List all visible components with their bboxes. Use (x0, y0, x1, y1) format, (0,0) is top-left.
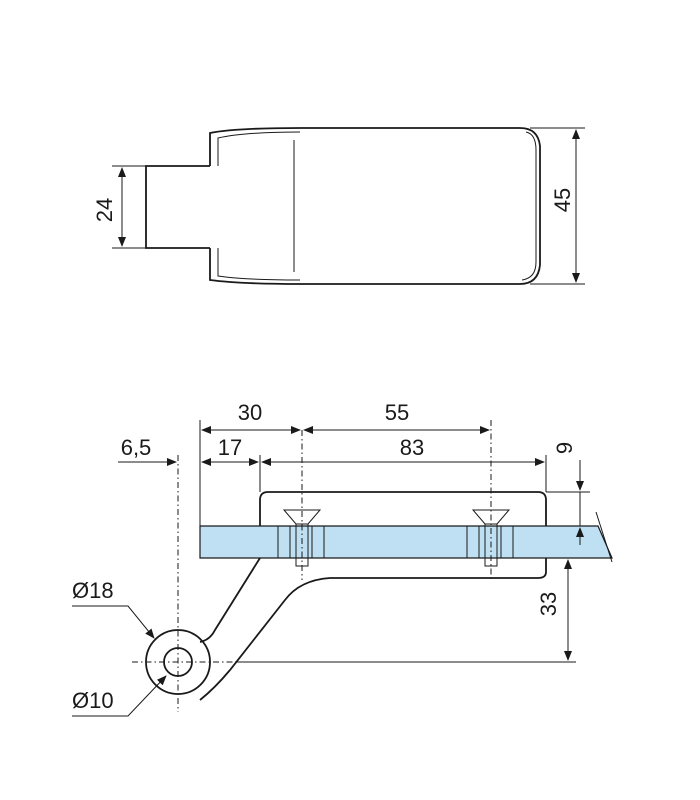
top-view-body (209, 127, 541, 285)
top-view-inner-line (217, 131, 301, 166)
screw-left (277, 509, 325, 567)
dim-6-5-label: 6,5 (121, 435, 152, 460)
top-view-stem (145, 165, 210, 249)
glass-panel (199, 525, 613, 559)
dim-dia10-leader (72, 675, 167, 717)
dim-83-label: 83 (400, 435, 424, 460)
bracket-arm (199, 558, 547, 701)
dim-9-label: 9 (552, 442, 577, 454)
dim-dia18-leader (72, 605, 155, 639)
dim-33-label: 33 (536, 592, 561, 616)
glass-break-line (595, 511, 613, 563)
top-view-inner-line-bottom (217, 248, 301, 281)
side-view: 30 55 6,5 17 83 9 33 Ø18 Ø10 (72, 400, 613, 717)
top-view-right-contour (521, 131, 537, 281)
dim-55-label: 55 (385, 400, 409, 425)
top-view: 24 45 (92, 127, 585, 285)
clamp-plate-top (259, 491, 547, 526)
dim-24-label: 24 (92, 198, 117, 222)
dim-dia18-label: Ø18 (72, 578, 114, 603)
screw-right (466, 509, 514, 567)
dim-45-label: 45 (550, 188, 575, 212)
dim-30-label: 30 (238, 400, 262, 425)
dim-dia10-label: Ø10 (72, 688, 114, 713)
bracket-arm-inner (199, 557, 261, 643)
dim-17-label: 17 (218, 435, 242, 460)
